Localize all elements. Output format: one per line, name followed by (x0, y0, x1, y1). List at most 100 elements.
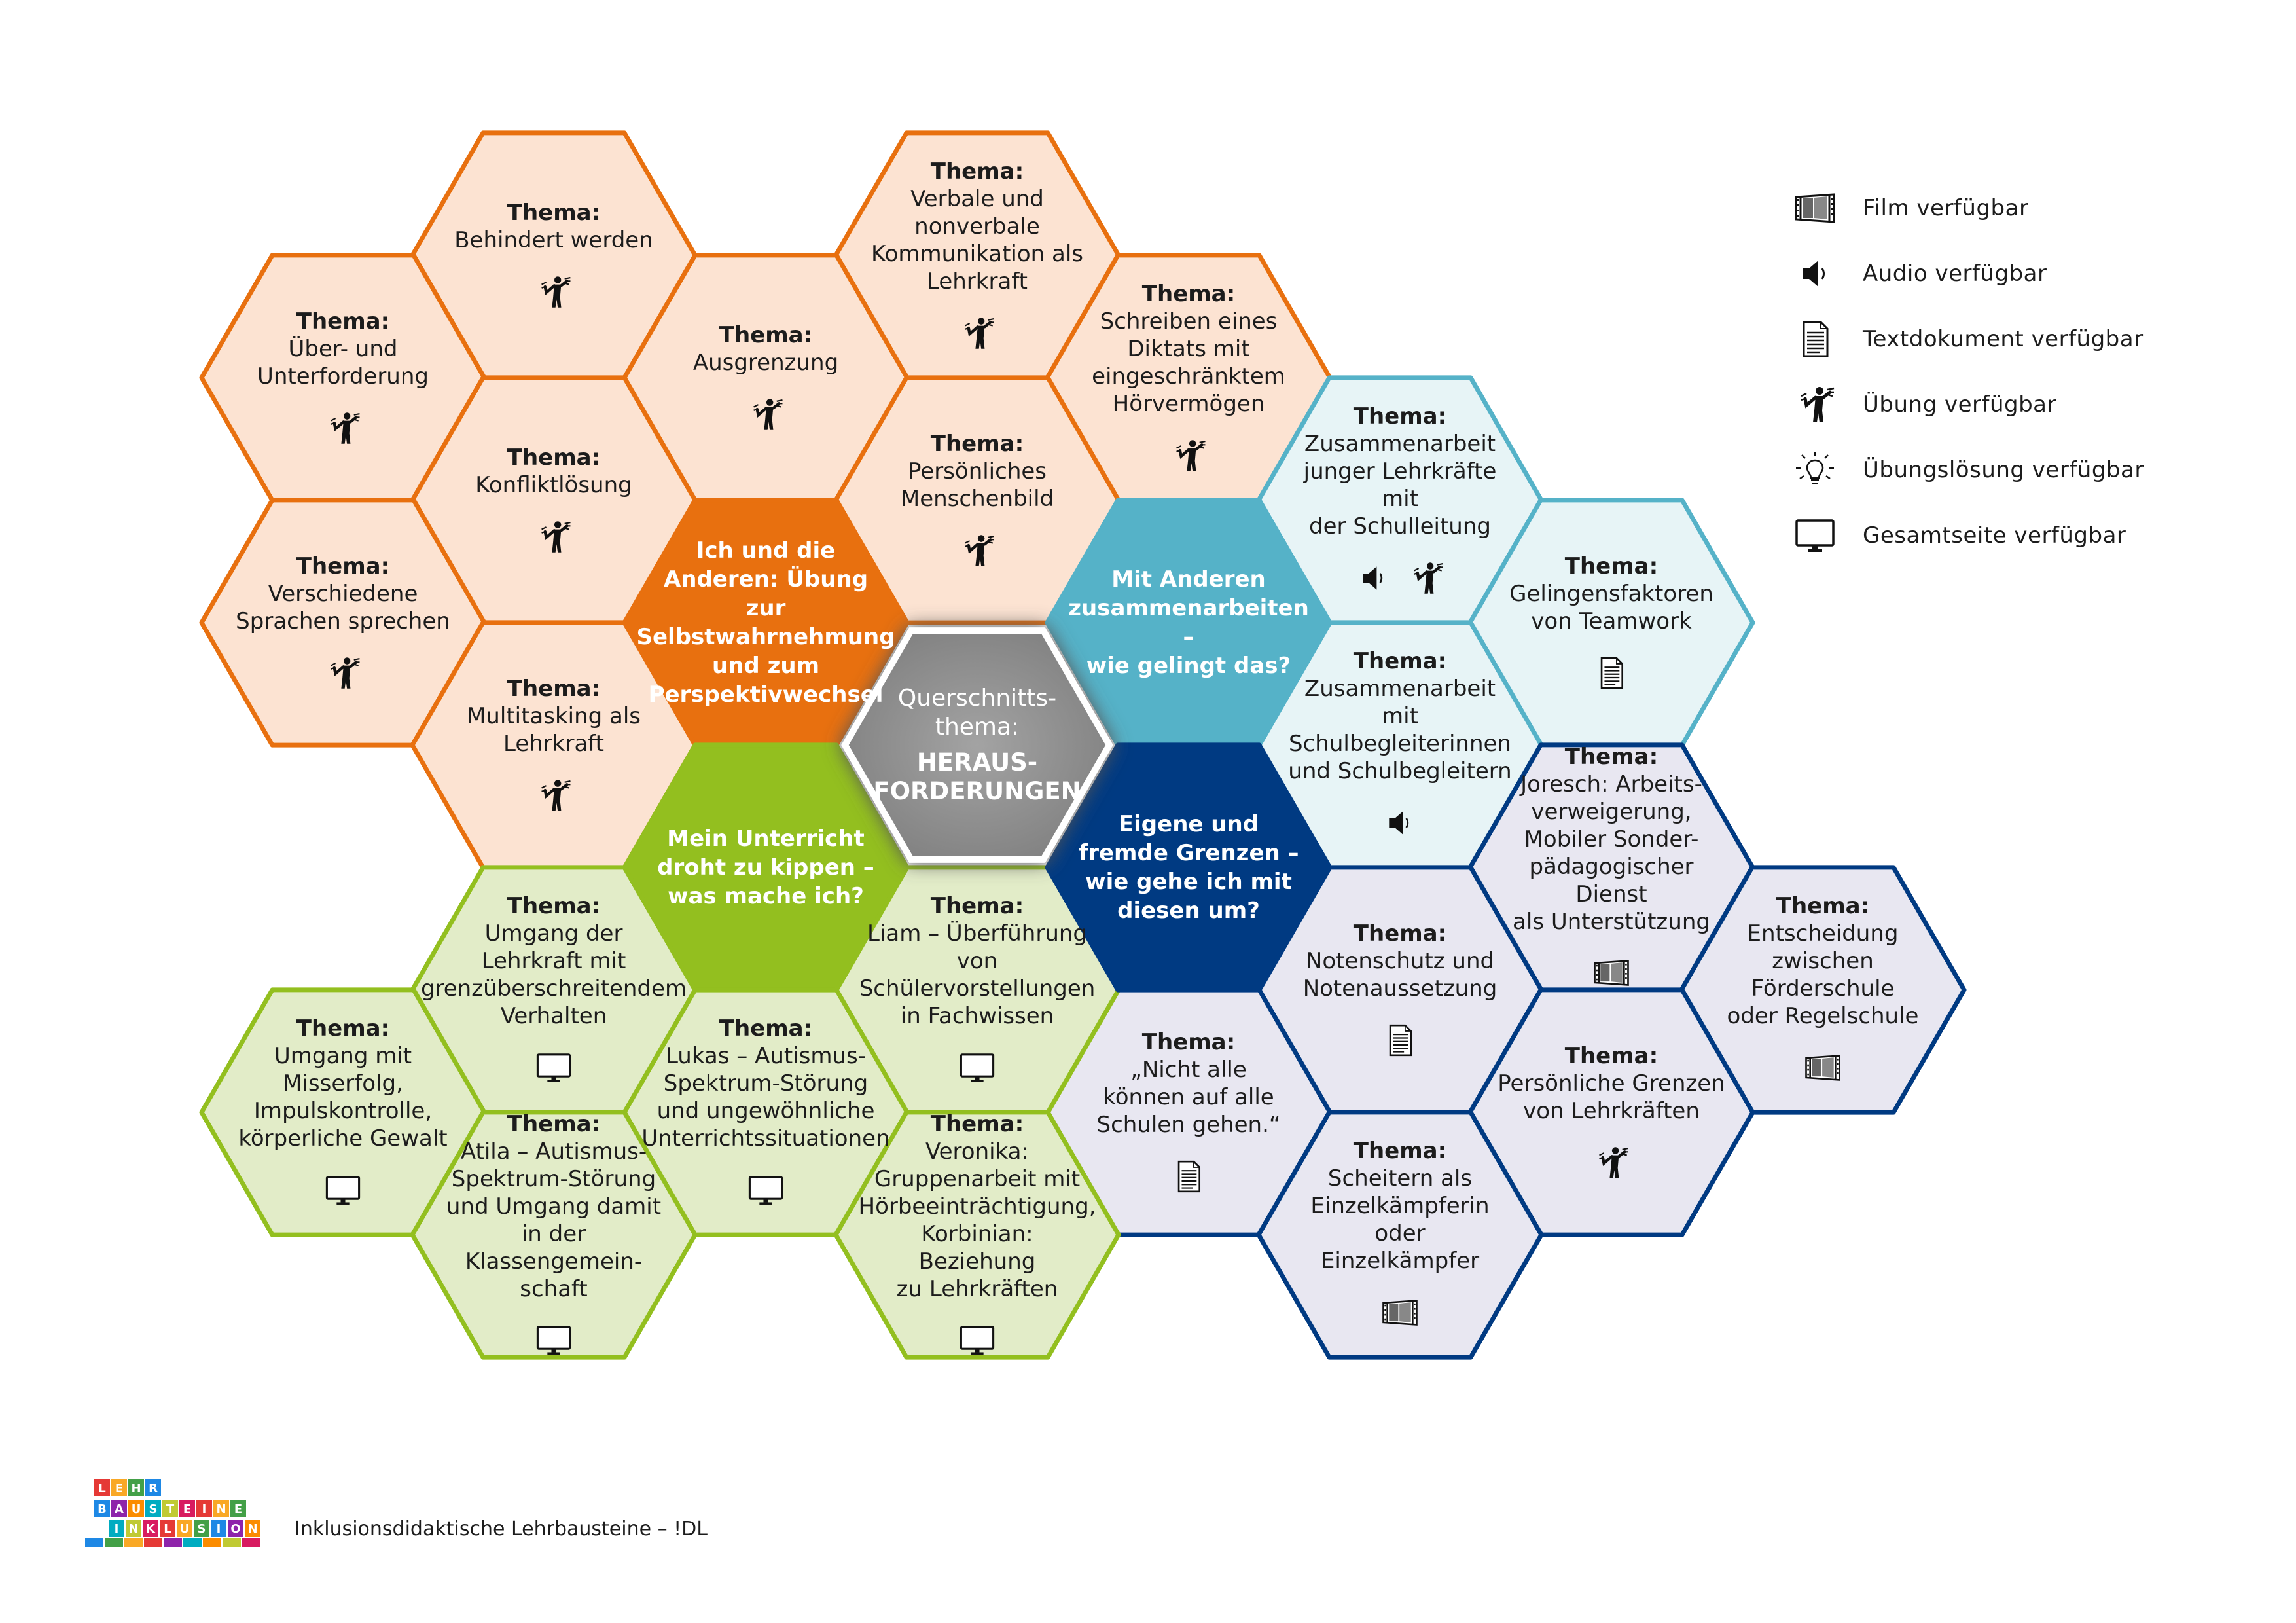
topic-title-line: Einzelkämpferin oder (1310, 1193, 1490, 1247)
logo-block (111, 1479, 127, 1496)
topic-theme-label: Thema: (1564, 1043, 1659, 1069)
category-title-line: diesen um? (1117, 898, 1260, 924)
topic-icons (1381, 1293, 1419, 1332)
logo-letter: I (202, 1503, 207, 1516)
topic-title-line: Über- und (288, 336, 398, 362)
category-title-line: Perspektivwechsel (648, 682, 884, 708)
monitor-icon (958, 1049, 996, 1087)
logo-letter: B (98, 1503, 107, 1516)
exercise-icon (535, 518, 573, 556)
topic-t6: Thema:Konfliktlösung (436, 390, 672, 611)
legend-label: Film verfügbar (1863, 195, 2029, 221)
logo-block (179, 1500, 195, 1517)
category-title-line: Selbstwahrnehmung (636, 624, 895, 650)
logo-block (145, 1500, 161, 1517)
topic-title-line: Entscheidung (1747, 921, 1899, 947)
legend-label: Übung verfügbar (1863, 392, 2056, 418)
monitor-icon (747, 1171, 785, 1209)
monitor-icon (535, 1049, 573, 1087)
topic-hexagon (410, 1110, 698, 1360)
exercise-icon (535, 776, 573, 814)
topic-theme-label: Thema: (1564, 744, 1659, 770)
category-title-line: wie gehe ich mit (1085, 869, 1292, 895)
topic-icons (747, 395, 785, 434)
topic-title-line: in der Klassengemein- (465, 1221, 643, 1275)
logo-block (242, 1538, 260, 1547)
topic-title-line: verweigerung, (1531, 799, 1692, 825)
center-heading: HERAUS-FORDERUNGEN (873, 748, 1081, 806)
topic-icons (324, 653, 362, 693)
topic-title-line: zu Lehrkräften (896, 1276, 1058, 1302)
topic-icons (535, 1321, 573, 1359)
logo-block (145, 1479, 161, 1496)
category-hexagon (1045, 742, 1333, 993)
category-title-line: fremde Grenzen – (1078, 840, 1299, 866)
topic-theme-label: Thema: (1353, 648, 1447, 674)
topic-title-line: Ausgrenzung (692, 350, 839, 376)
exercise-icon (1170, 437, 1208, 475)
center-heading-line: FORDERUNGEN (873, 777, 1081, 805)
topic-theme-label: Thema: (1776, 893, 1870, 919)
topic-theme-label: Thema: (930, 431, 1024, 457)
topic-title-line: Hörvermögen (1112, 391, 1265, 417)
topic-icons (958, 531, 996, 570)
topic-title-line: Schulen gehen.“ (1096, 1112, 1281, 1138)
logo-block (194, 1520, 209, 1537)
film-icon (1592, 954, 1630, 992)
topic-theme-label: Thema: (930, 1111, 1024, 1137)
topic-icons (1381, 803, 1419, 843)
legend-solution: Übungslösung verfügbar (1793, 450, 2144, 490)
topic-title-line: Liam – Überführung (867, 921, 1088, 947)
category-title-line: Eigene und (1118, 811, 1259, 837)
topic-title-line: Behindert werden (454, 227, 653, 253)
monitor-icon (324, 1171, 362, 1209)
topic-title-line: Gelingensfaktoren (1509, 581, 1713, 607)
logo-block (164, 1538, 182, 1547)
topic-theme-label: Thema: (296, 308, 390, 335)
logo-block (128, 1500, 144, 1517)
category-title-line: wie gelingt das? (1086, 653, 1291, 679)
monitor-icon (1793, 517, 1837, 555)
topic-title-line: Verschiedene (268, 581, 418, 607)
category-title-line: zusammenarbeiten – (1068, 595, 1309, 650)
topic-title-line: Unterforderung (257, 363, 429, 390)
logo-block (203, 1538, 221, 1547)
topic-title-line: Umgang der (484, 921, 623, 947)
topic-title-line: „Nicht alle (1130, 1057, 1247, 1083)
topic-title-line: Unterrichtssituationen (641, 1125, 890, 1152)
logo-block (177, 1520, 192, 1537)
topic-title-line: und ungewöhnliche (656, 1098, 875, 1124)
topic-icons (535, 776, 573, 815)
category-hexagon (622, 742, 910, 993)
topic-theme-label: Thema: (507, 893, 601, 919)
logo-letter: E (234, 1503, 242, 1516)
topic-title-line: können auf alle (1103, 1084, 1274, 1110)
logo-letter: T (166, 1503, 175, 1516)
logo-letter: K (146, 1522, 156, 1536)
logo-block (213, 1500, 229, 1517)
topic-theme-label: Thema: (719, 322, 813, 348)
topic-theme-label: Thema: (296, 1015, 390, 1042)
topic-title-line: grenzüberschreitendem (420, 976, 687, 1002)
topic-title-line: Lehrkraft mit (481, 948, 626, 974)
logo-letter: I (115, 1522, 119, 1536)
topic-theme-label: Thema: (296, 553, 390, 579)
topic-title-line: und Schulbegleitern (1288, 758, 1512, 784)
topic-title-line: Menschenbild (900, 486, 1054, 512)
legend-label: Audio verfügbar (1863, 261, 2047, 287)
topic-icons (958, 1321, 996, 1359)
exercise-icon (1592, 1144, 1630, 1182)
topic-icons (958, 1048, 996, 1087)
topic-title-line: Veronika: (925, 1139, 1029, 1165)
topic-title-line: Sprachen sprechen (236, 608, 450, 634)
topic-title-line: Korbinian: Beziehung (918, 1221, 1036, 1275)
topic-icons (535, 1048, 573, 1087)
topic-title-line: nonverbale (914, 213, 1040, 240)
footer-text: Inklusionsdidaktische Lehrbausteine – !D… (295, 1518, 708, 1541)
topic-title-line: eingeschränktem (1092, 363, 1285, 390)
